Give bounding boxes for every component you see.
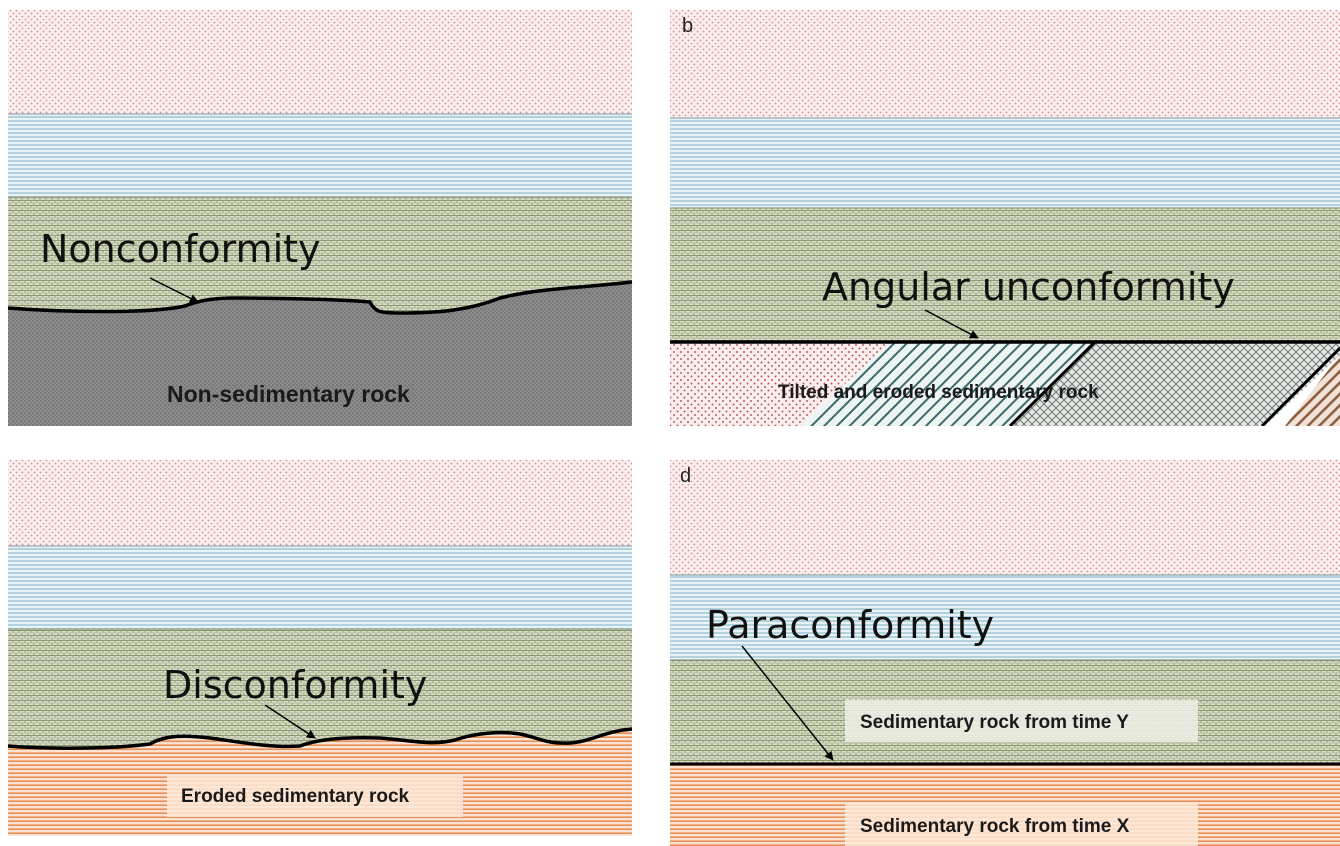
non-sedimentary-rock — [8, 282, 632, 426]
red-layer — [670, 10, 1340, 118]
panel-letter-b: b — [682, 15, 693, 37]
nonconformity-arrow — [149, 277, 199, 303]
time-y-label: Sedimentary rock from time Y — [860, 712, 1129, 733]
nonconformity-label: Nonconformity — [40, 227, 321, 271]
panel-c: Disconformity Eroded sedimentary rock — [7, 460, 633, 836]
red-layer — [670, 460, 1340, 575]
blue-layer — [8, 546, 632, 629]
red-layer — [8, 10, 632, 114]
time-x-label-bg — [845, 803, 1198, 846]
angular-unconformity-label: Angular unconformity — [822, 265, 1235, 309]
tilted-rock-label: Tilted and eroded sedimentary rock — [778, 382, 1099, 403]
panel-b: b Angular unconformity Tilted and eroded… — [670, 10, 1340, 426]
panel-d: d Paraconformity Sedimentary rock from t… — [670, 460, 1340, 846]
blue-layer — [670, 118, 1340, 208]
green-layer — [670, 208, 1340, 342]
paraconformity-label: Paraconformity — [706, 603, 994, 647]
time-x-label: Sedimentary rock from time X — [860, 816, 1130, 837]
nonconformity-contact — [7, 280, 633, 315]
tilted-sedimentary-rock — [670, 340, 1340, 426]
panel-letter-d: d — [680, 465, 691, 487]
panel-a: Nonconformity Non-sedimentary rock — [7, 10, 633, 426]
paraconformity-arrow — [741, 645, 834, 761]
angular-unconformity-arrow — [924, 309, 979, 339]
blue-layer — [670, 575, 1340, 660]
eroded-rock-label-bg — [167, 775, 463, 817]
disconformity-contact — [7, 727, 633, 750]
disconformity-arrow — [264, 704, 316, 739]
blue-layer — [8, 114, 632, 197]
eroded-rock-label: Eroded sedimentary rock — [181, 786, 410, 807]
disconformity-label: Disconformity — [163, 663, 427, 707]
non-sedimentary-rock-label: Non-sedimentary rock — [167, 381, 410, 407]
time-y-label-bg — [845, 700, 1198, 742]
red-layer — [8, 460, 632, 546]
